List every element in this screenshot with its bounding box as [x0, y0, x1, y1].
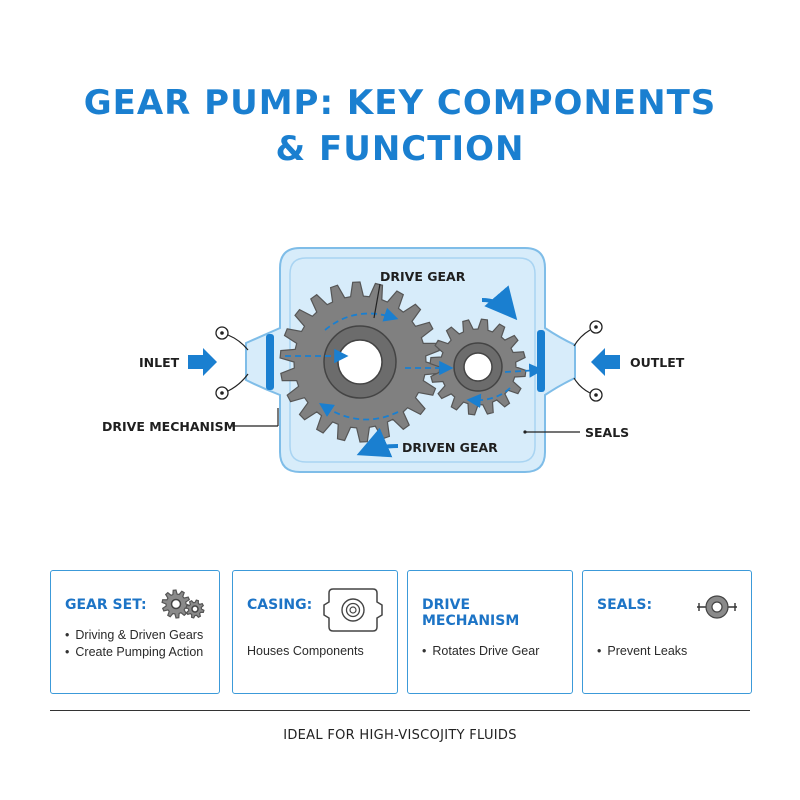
card-casing: CASING: Houses Components	[232, 570, 398, 694]
port-connector-icon	[215, 326, 249, 351]
card-line: Rotates Drive Gear	[422, 643, 539, 660]
port-connector-icon	[215, 373, 249, 400]
card-title: CASING:	[247, 597, 313, 613]
inlet-arrow-icon	[188, 348, 217, 376]
title-line-1: GEAR PUMP: KEY COMPONENTS	[83, 83, 717, 123]
card-drive-mechanism: DRIVE MECHANISM Rotates Drive Gear	[407, 570, 573, 694]
casing-inner-outline	[289, 257, 536, 463]
title-line-2: & FUNCTION	[275, 129, 525, 169]
card-seals: SEALS: Prevent Leaks	[582, 570, 752, 694]
inlet-seal	[266, 334, 274, 390]
outlet-seal	[537, 330, 545, 392]
inlet-label: INLET	[139, 355, 180, 370]
card-title: SEALS:	[597, 597, 653, 613]
fluid-path-arrow	[504, 363, 544, 378]
casing-icon	[323, 588, 383, 632]
card-gear-set: GEAR SET: Driving & Driven Gears Create …	[50, 570, 220, 694]
card-line: Prevent Leaks	[597, 643, 687, 660]
driven-gear	[429, 318, 527, 416]
driven-gear-label: DRIVEN GEAR	[402, 440, 498, 455]
leader-line	[373, 283, 381, 319]
card-line: Houses Components	[247, 644, 364, 658]
fluid-path-arrow	[318, 403, 399, 421]
card-line: Create Pumping Action	[65, 644, 203, 661]
rotation-arrow	[356, 427, 399, 458]
outlet-arrow-icon	[591, 348, 620, 376]
drive-gear-label: DRIVE GEAR	[380, 269, 466, 284]
gear-pump-diagram: DRIVE GEAR DRIVEN GEAR INLET OUTLET DRIV…	[102, 247, 685, 473]
card-line: Driving & Driven Gears	[65, 627, 203, 644]
component-cards: GEAR SET: Driving & Driven Gears Create …	[50, 570, 752, 696]
card-title: GEAR SET:	[65, 597, 147, 613]
footer-note: IDEAL FOR HIGH-VISCOJITY FLUIDS	[283, 728, 517, 743]
seals-label: SEALS	[585, 425, 629, 440]
rotation-arrow	[481, 285, 518, 321]
gears-icon	[161, 589, 205, 619]
drive-mechanism-label: DRIVE MECHANISM	[102, 419, 236, 434]
port-connector-icon	[573, 377, 603, 402]
fluid-path-arrow	[466, 387, 511, 409]
outlet-label: OUTLET	[630, 355, 685, 370]
port-connector-icon	[573, 320, 603, 347]
page-title: GEAR PUMP: KEY COMPONENTS & FUNCTION	[0, 80, 800, 172]
card-title: DRIVE MECHANISM	[422, 597, 520, 629]
seal-icon	[697, 595, 737, 619]
footer-divider	[50, 710, 750, 711]
